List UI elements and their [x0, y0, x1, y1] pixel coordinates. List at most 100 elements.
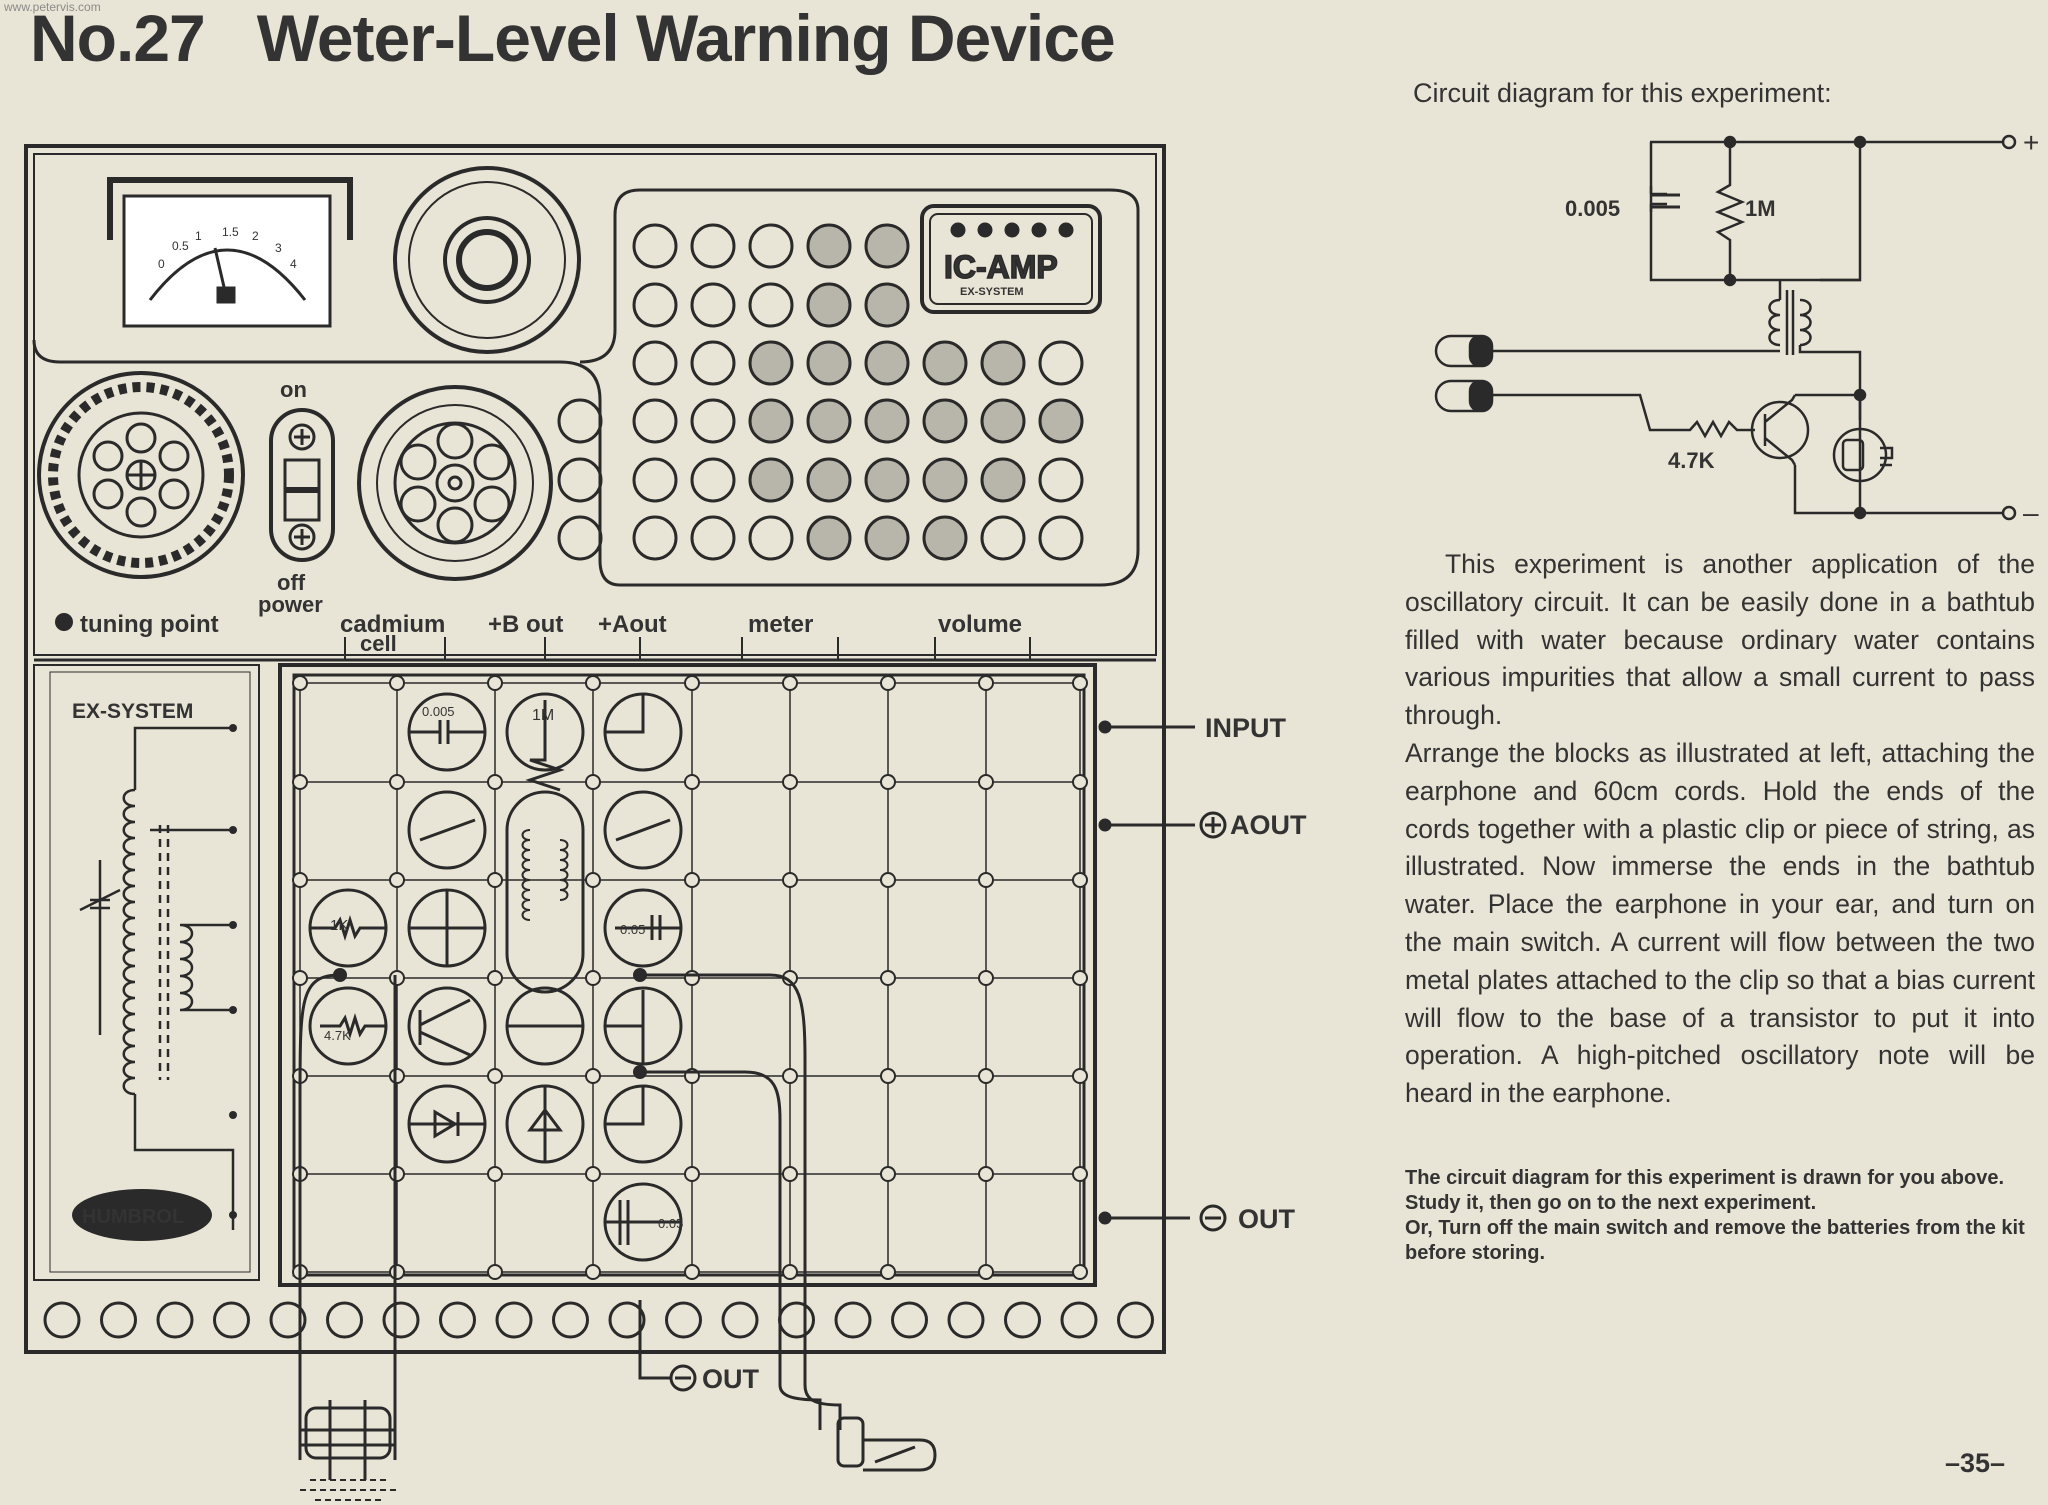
bottom-hole: [947, 1301, 985, 1339]
breadboard-node: [585, 1166, 601, 1182]
coil-schematic: [79, 726, 235, 1230]
speaker-hole: [922, 457, 968, 503]
bottom-hole: [834, 1301, 872, 1339]
meter-scale-4: 2: [252, 229, 259, 243]
power-switch[interactable]: [269, 408, 335, 562]
speaker-hole: [748, 340, 794, 386]
speaker-hole: [690, 515, 736, 561]
speaker-hole: [922, 515, 968, 561]
ic-amp-badge: IC-AMP EX-SYSTEM: [920, 204, 1102, 314]
speaker-hole: [632, 282, 678, 328]
speaker-hole: [632, 457, 678, 503]
circuit-res-1m: 1M: [1745, 196, 1776, 221]
speaker-hole: [632, 398, 678, 444]
bottom-hole: [665, 1301, 702, 1339]
speaker-hole: [806, 340, 852, 386]
breadboard-node: [487, 970, 503, 986]
breadboard-node: [585, 675, 601, 691]
meter: 0 0.5 1 1.5 2 3 4: [107, 177, 353, 328]
breadboard-node: [782, 774, 798, 790]
speaker-holes: [557, 223, 1084, 561]
circuit-plus: +: [2023, 127, 2039, 158]
speaker: [393, 166, 581, 354]
speaker-hole: [980, 340, 1026, 386]
breadboard-grid: [292, 675, 1088, 1280]
speaker-hole: [922, 340, 968, 386]
breadboard-node: [389, 872, 405, 888]
breadboard-node: [684, 970, 700, 986]
speaker-hole: [922, 398, 968, 444]
breadboard-node: [585, 1264, 601, 1280]
speaker-hole: [980, 398, 1026, 444]
speaker-hole: [632, 515, 678, 561]
side-labels: [669, 720, 1227, 1392]
speaker-hole: [1038, 515, 1084, 561]
speaker-hole: [557, 515, 603, 561]
breadboard-node: [292, 872, 308, 888]
bottom-hole: [213, 1301, 250, 1339]
breadboard-node: [1072, 1166, 1088, 1182]
bottom-hole: [552, 1301, 589, 1339]
breadboard-node: [880, 675, 896, 691]
kit-panel: [24, 144, 1166, 1354]
volume-knob: [357, 385, 553, 581]
breadboard-node: [978, 1166, 994, 1182]
breadboard-node: [782, 1068, 798, 1084]
breadboard-node: [389, 675, 405, 691]
note-circuit: The circuit diagram for this experiment …: [1405, 1167, 2005, 1214]
terminal-volume: volume: [938, 611, 1022, 638]
speaker-hole: [632, 223, 678, 269]
breadboard-node: [292, 970, 308, 986]
label-switch-off: off: [277, 570, 306, 595]
wires: [298, 973, 842, 1460]
bottom-hole: [495, 1301, 533, 1339]
breadboard-node: [978, 872, 994, 888]
breadboard-node: [684, 675, 700, 691]
terminal-aout: +Aout: [598, 611, 667, 638]
speaker-hole: [690, 223, 736, 269]
breadboard-node: [880, 1068, 896, 1084]
terminal-cadmium: cadmium: [340, 611, 445, 638]
breadboard-node: [978, 774, 994, 790]
circuit-caption: Circuit diagram for this experiment:: [1413, 78, 1832, 108]
breadboard-node: [880, 1166, 896, 1182]
breadboard-node: [389, 1264, 405, 1280]
speaker-hole: [806, 398, 852, 444]
bottom-hole: [1060, 1301, 1098, 1339]
circuit-diagram: [1434, 134, 2017, 521]
speaker-hole: [980, 457, 1026, 503]
breadboard-node: [782, 675, 798, 691]
circuit-res-4k7: 4.7K: [1668, 448, 1715, 473]
top-section: [33, 153, 1157, 656]
terminal-meter: meter: [748, 611, 813, 638]
tuning-dial: [37, 371, 245, 579]
speaker-hole: [557, 457, 603, 503]
label-tuning-point: tuning point: [80, 611, 219, 638]
speaker-hole: [748, 398, 794, 444]
breadboard-node: [782, 872, 798, 888]
block-label-cap3: 0.05: [658, 1216, 683, 1231]
speaker-hole: [1038, 340, 1084, 386]
meter-scale-2: 1: [195, 229, 202, 243]
block-label-cap1: 0.005: [422, 704, 455, 719]
meter-scale-3: 1.5: [222, 225, 239, 239]
note-storage: Or, Turn off the main switch and remove …: [1405, 1217, 2025, 1264]
meter-scale-5: 3: [275, 241, 282, 255]
breadboard-node: [978, 970, 994, 986]
ic-amp-label: IC-AMP: [944, 249, 1058, 285]
breadboard-node: [292, 774, 308, 790]
bottom-hole: [1004, 1301, 1041, 1339]
breadboard-node: [978, 1264, 994, 1280]
bottom-terminal-row: [43, 1301, 1154, 1339]
earphone: [836, 1416, 937, 1472]
block-label-cap2: 0.05: [620, 922, 645, 937]
brand-logo-humbrol: HUMBROL: [82, 1206, 184, 1228]
breadboard-node: [389, 1068, 405, 1084]
speaker-hole: [864, 515, 910, 561]
bottom-hole: [43, 1301, 81, 1339]
instructions: This experiment is another application o…: [1405, 546, 2035, 1113]
bottom-hole: [382, 1301, 420, 1339]
breadboard-node: [389, 970, 405, 986]
breadboard-node: [585, 872, 601, 888]
speaker-hole: [806, 223, 852, 269]
